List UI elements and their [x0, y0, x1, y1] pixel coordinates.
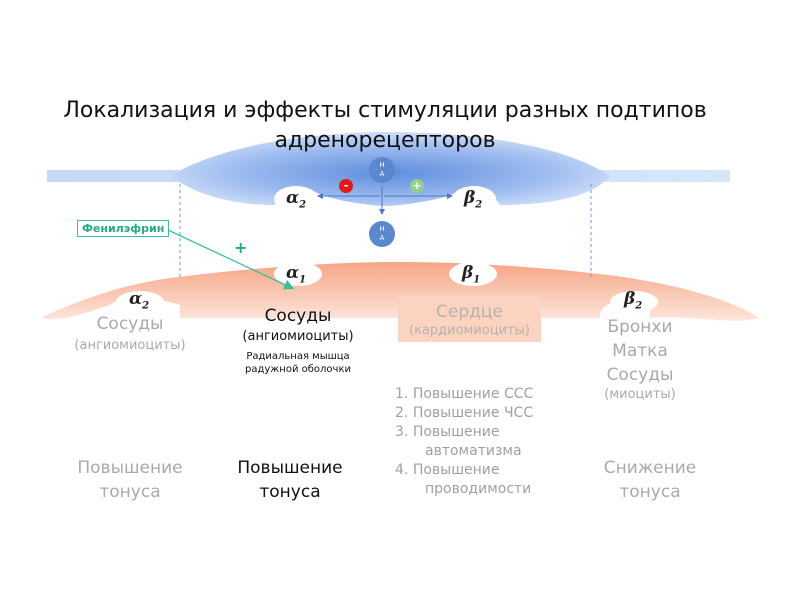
presynaptic-alpha2-label: α2 [286, 188, 307, 211]
noradrenaline-released: Н А [369, 221, 395, 247]
presynaptic-notch-alpha2 [274, 186, 318, 212]
drug-effect-sign: + [234, 238, 248, 257]
heart-effect-continuation: автоматизма [425, 443, 522, 459]
postsynaptic-alpha1-label: α1 [286, 263, 307, 286]
drug-arrow [167, 229, 295, 290]
heart-effects-list: 1. Повышение ССС 2. Повышение ЧСС 3. Пов… [395, 385, 533, 499]
vessels-a1-extra-line2: радужной оболочки [244, 364, 351, 375]
beta2-organ-vessels: Сосуды [606, 365, 674, 385]
beta2-cells: (миоциты) [604, 387, 676, 402]
heart-box [398, 296, 541, 342]
vessels-a2-effect-line1: Повышение [77, 458, 183, 478]
vessels-a2-cells: (ангиомиоциты) [74, 338, 186, 353]
slide-title-line1: Локализация и эффекты стимуляции разных … [63, 98, 707, 123]
postsynaptic-beta1-label: β1 [462, 263, 481, 286]
presynaptic-notch-beta2 [452, 186, 496, 212]
postsynaptic-notch-beta2 [610, 291, 658, 313]
heart-cells: (кардиомиоциты) [409, 323, 530, 338]
vessels-a1-extra-line1: Радиальная мышца [246, 351, 350, 362]
beta2-effect-line2: тонуса [619, 482, 681, 502]
postsynaptic-alpha2-label: α2 [129, 289, 150, 312]
phenylephrine-label: Фенилэфрин [77, 220, 170, 237]
heart-effect-continuation: проводимости [425, 481, 532, 497]
vessels-a1-effect-line1: Повышение [237, 458, 343, 478]
postsynaptic-membrane [40, 262, 760, 321]
presynaptic-beta2-label: β2 [464, 188, 483, 211]
beta2-organ-bronchi: Бронхи [607, 317, 673, 337]
vessels-a2-organ: Сосуды [96, 314, 164, 334]
postsynaptic-notch-alpha2 [116, 291, 164, 313]
vessels-a1-cells: (ангиомиоциты) [242, 329, 354, 344]
vessels-a2-effect-line2: тонуса [99, 482, 161, 502]
vessels-a1-organ: Сосуды [264, 306, 332, 326]
heart-effect-item: 3. Повышение [395, 424, 500, 440]
inhibition-sign: - [339, 179, 353, 193]
beta2-effect-line1: Снижение [603, 458, 697, 478]
postsynaptic-beta2-label: β2 [624, 289, 643, 312]
vessels-a1-effect-line2: тонуса [259, 482, 321, 502]
heart-effect-item: 1. Повышение ССС [395, 386, 534, 402]
heart-effect-item: 2. Повышение ЧСС [395, 405, 534, 421]
heart-organ: Сердце [436, 302, 503, 322]
postsynaptic-notch-beta1 [449, 262, 497, 286]
beta2-organ-uterus: Матка [612, 341, 668, 361]
stimulation-sign: + [410, 179, 424, 193]
heart-effect-item: 4. Повышение [395, 462, 500, 478]
noradrenaline-vesicle: Н А [369, 157, 395, 183]
slide-title-line2: адренорецепторов [274, 128, 496, 153]
